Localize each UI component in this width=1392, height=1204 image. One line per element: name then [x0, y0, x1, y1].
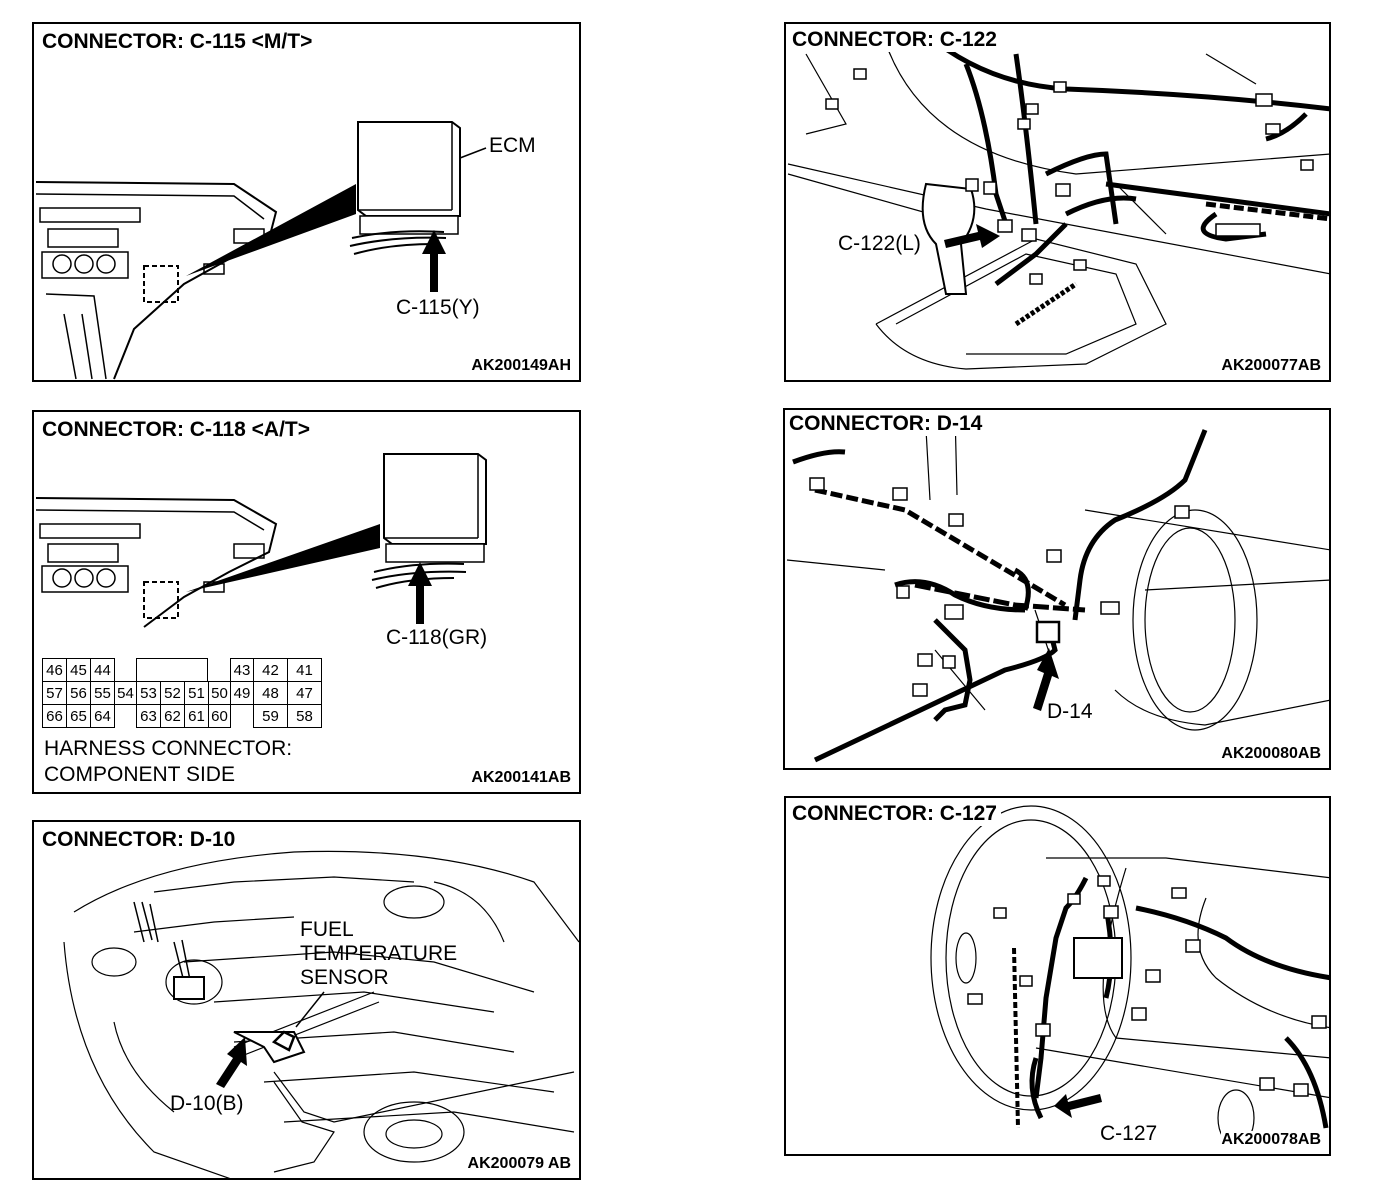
sensor-label-line: FUEL [300, 918, 354, 941]
d14-illustration [786, 411, 1329, 763]
sensor-label-line: SENSOR [300, 966, 389, 989]
pin: 41 [287, 658, 322, 682]
harness-connector-pin-grid: 46 45 44 43 42 41 57 56 55 54 53 52 51 5… [42, 658, 330, 732]
figure-code: AK200077AB [1221, 357, 1321, 375]
panel-d10: CONNECTOR: D-10 FUEL TEMPERATURE SENSOR … [32, 820, 581, 1180]
pin: 46 [42, 658, 67, 682]
d10-illustration [63, 850, 579, 1178]
figure-code: AK200078AB [1221, 1131, 1321, 1149]
c122-illustration [787, 32, 1329, 370]
panel-c115: CONNECTOR: C-115 <M/T> ECM C-115(Y) AK20… [32, 22, 581, 382]
pin: 44 [90, 658, 115, 682]
pin: 42 [253, 658, 288, 682]
figure-code: AK200079 AB [467, 1155, 571, 1173]
panel-c127: CONNECTOR: C-127 C-127 AK200078AB [784, 796, 1331, 1156]
panel-title: CONNECTOR: C-115 <M/T> [42, 30, 317, 54]
connector-callout: D-14 [1047, 700, 1093, 723]
pin: 48 [253, 681, 288, 705]
connector-callout: C-122(L) [838, 232, 921, 255]
panel-title: CONNECTOR: D-14 [789, 412, 987, 436]
panel-title: CONNECTOR: C-118 <A/T> [42, 418, 315, 442]
pin: 47 [287, 681, 322, 705]
pin: 57 [42, 681, 67, 705]
pin: 45 [66, 658, 91, 682]
c115-illustration [35, 121, 487, 380]
pin: 62 [160, 704, 185, 728]
c127-illustration [930, 805, 1329, 1147]
pin: 60 [208, 704, 231, 728]
pin: 43 [230, 658, 254, 682]
caption-line: COMPONENT SIDE [44, 763, 235, 786]
connector-callout: C-118(GR) [386, 626, 488, 649]
sensor-label-line: TEMPERATURE [300, 942, 458, 965]
pin: 51 [184, 681, 209, 705]
connector-callout: C-115(Y) [396, 296, 480, 319]
pin: 55 [90, 681, 115, 705]
pin: 54 [114, 681, 137, 705]
c118-illustration [35, 453, 487, 628]
harness-connector-caption: HARNESS CONNECTOR: COMPONENT SIDE [44, 736, 292, 788]
pin: 59 [253, 704, 288, 728]
pin: 66 [42, 704, 67, 728]
pin: 52 [160, 681, 185, 705]
pin: 53 [136, 681, 161, 705]
pin: 49 [230, 681, 254, 705]
pin: 64 [90, 704, 115, 728]
figure-code: AK200149AH [471, 357, 571, 375]
pin: 56 [66, 681, 91, 705]
connector-callout: C-127 [1100, 1122, 1158, 1145]
caption-line: HARNESS CONNECTOR: [44, 737, 293, 760]
panel-title: CONNECTOR: C-122 [792, 28, 1001, 52]
pin: 58 [287, 704, 322, 728]
pin: 65 [66, 704, 91, 728]
panel-title: CONNECTOR: C-127 [792, 802, 1001, 826]
connector-callout: D-10(B) [170, 1092, 244, 1115]
panel-c122: CONNECTOR: C-122 C-122(L) AK200077AB [784, 22, 1331, 382]
ecm-label: ECM [489, 134, 536, 157]
panel-c118: CONNECTOR: C-118 <A/T> C-118(GR) 46 45 4… [32, 410, 581, 794]
pin: 50 [208, 681, 231, 705]
pin: 61 [184, 704, 209, 728]
sensor-label: FUEL TEMPERATURE SENSOR [300, 918, 457, 990]
figure-code: AK200080AB [1221, 745, 1321, 763]
pin-blank [136, 658, 208, 682]
pin: 63 [136, 704, 161, 728]
panel-d14: CONNECTOR: D-14 D-14 AK200080AB [783, 408, 1331, 770]
panel-title: CONNECTOR: D-10 [42, 828, 240, 852]
figure-code: AK200141AB [471, 769, 571, 787]
